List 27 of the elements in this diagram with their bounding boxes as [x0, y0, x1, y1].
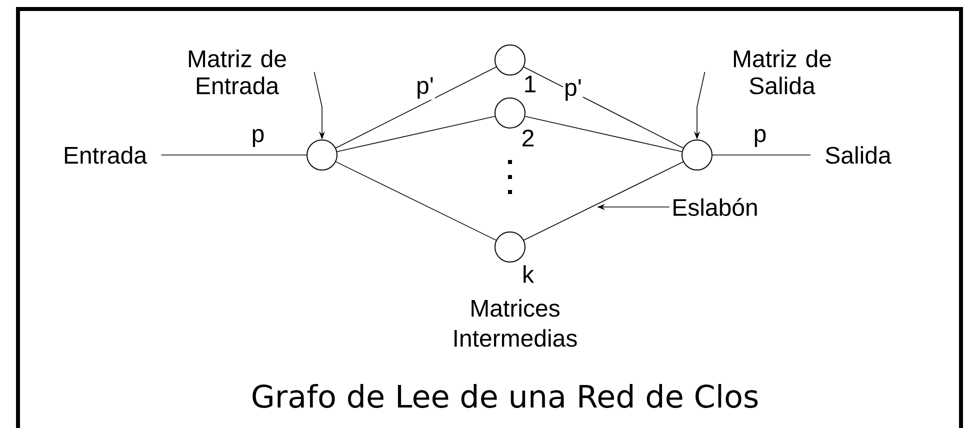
edge-label: p' [563, 78, 583, 102]
matrix-circle [494, 44, 526, 76]
callout-text: Matriz de Salida [734, 50, 831, 94]
group-label: Matrices Intermedias [454, 299, 577, 347]
callout-text: Matriz de Entrada [188, 50, 286, 94]
edge-label: p [250, 128, 266, 148]
text-label: Entrada [64, 146, 148, 164]
matrix-circle [494, 98, 526, 128]
link-line [335, 66, 497, 148]
matrix-circle [682, 140, 712, 170]
link-line [336, 116, 496, 152]
link-line [523, 66, 684, 148]
matrix-circle [494, 232, 526, 262]
link-line [712, 154, 811, 156]
link-line [524, 161, 684, 241]
title: Grafo de Lee de una Red de Clos [252, 384, 758, 408]
stage-number: 2 [522, 130, 534, 146]
stage-number: k [524, 265, 534, 283]
stage-number: 1 [525, 76, 536, 92]
link-line [524, 116, 682, 152]
link-line [160, 154, 307, 156]
matrix-circle [306, 140, 338, 170]
text-label: Salida [826, 146, 892, 164]
link-line [336, 161, 496, 241]
edge-label: p [752, 128, 768, 148]
edge-label: p' [415, 76, 435, 100]
callout-text: Eslabón [674, 198, 757, 216]
